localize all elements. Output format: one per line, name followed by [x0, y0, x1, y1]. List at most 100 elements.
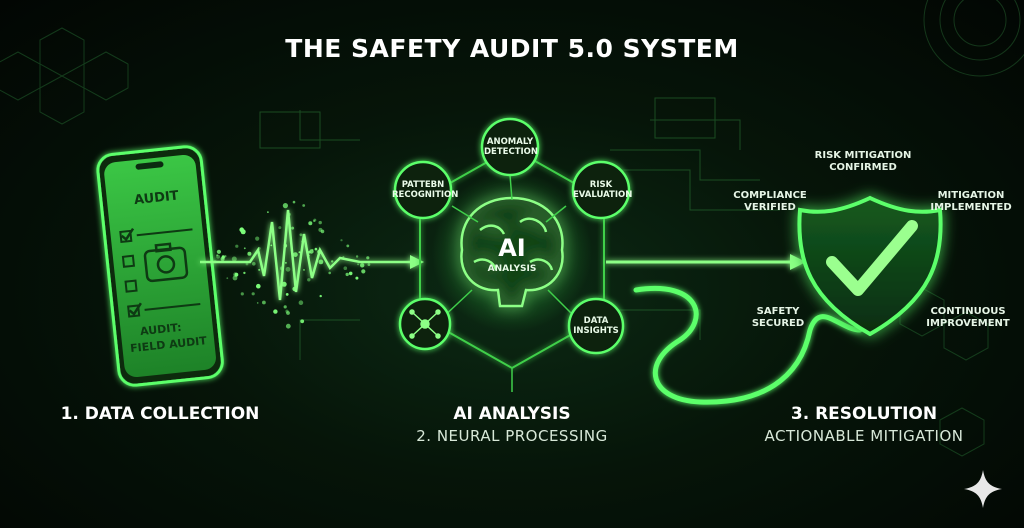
data-particle	[285, 262, 287, 264]
flow-arrow	[606, 254, 806, 270]
background-hexagons	[0, 27, 989, 457]
outcome-risk-confirmed: RISK MITIGATION CONFIRMED	[814, 150, 912, 173]
page-title: THE SAFETY AUDIT 5.0 SYSTEM	[285, 34, 739, 63]
data-particle	[298, 251, 301, 254]
data-particle	[302, 204, 306, 207]
data-particle	[231, 256, 237, 262]
data-particle	[221, 255, 225, 259]
waveform	[200, 209, 424, 301]
data-particle	[235, 244, 239, 248]
data-particle	[273, 309, 278, 314]
data-particle	[286, 311, 290, 315]
data-particle	[216, 249, 221, 254]
data-particle	[318, 220, 322, 225]
data-particle	[293, 252, 298, 257]
data-particle	[243, 271, 246, 275]
data-particle	[252, 262, 256, 266]
data-particle	[245, 262, 249, 266]
brain-subtitle: ANALYSIS	[487, 264, 537, 274]
data-particle	[318, 259, 324, 265]
data-particle	[319, 294, 322, 298]
data-particle	[292, 200, 296, 204]
data-particle	[303, 268, 305, 271]
stage2-label: AI ANALYSIS	[453, 404, 571, 424]
data-particle	[234, 272, 239, 277]
data-particle	[251, 292, 255, 296]
data-particle	[243, 247, 246, 250]
data-particle	[361, 269, 366, 274]
data-particle	[240, 292, 244, 296]
data-particle	[258, 268, 261, 271]
outcome-safety: SAFETY SECURED	[751, 306, 805, 329]
stage1-label: 1. DATA COLLECTION	[60, 404, 260, 424]
data-particle	[247, 251, 252, 256]
data-particle	[360, 263, 365, 268]
data-particle	[282, 203, 288, 209]
node-risk-evaluation: RISK EVALUATION	[573, 180, 633, 200]
stage3-label: 3. RESOLUTION	[790, 404, 938, 424]
data-particle	[285, 323, 291, 329]
data-particle	[314, 247, 318, 251]
data-particle	[239, 227, 244, 232]
data-particle	[307, 278, 311, 282]
phone-icon	[96, 145, 224, 387]
data-particle	[298, 300, 304, 306]
shield-check-icon	[797, 195, 943, 337]
data-particles	[213, 200, 371, 329]
data-particle	[232, 275, 238, 281]
node-data-insights: DATA INSIGHTS	[573, 316, 619, 336]
data-particle	[313, 220, 316, 222]
data-particle	[283, 305, 287, 309]
node-pattern-recognition: PATTEBN RECOGNITION	[392, 180, 459, 200]
camera-icon	[143, 242, 189, 283]
data-particle	[340, 239, 343, 242]
data-particle	[308, 221, 313, 226]
data-particle	[278, 226, 282, 230]
data-particle	[318, 227, 323, 232]
outcome-implemented: MITIGATION IMPLEMENTED	[930, 190, 1012, 213]
data-particle	[343, 266, 348, 271]
data-particle	[226, 277, 229, 280]
data-particle	[331, 260, 334, 263]
data-particle	[367, 263, 371, 266]
data-particle	[256, 302, 259, 304]
outcome-improvement: CONTINUOUS IMPROVEMENT	[926, 306, 1010, 329]
brain-icon	[460, 196, 564, 308]
sparkle-icon	[964, 470, 1002, 508]
data-particle	[357, 263, 360, 266]
stage3-sublabel: ACTIONABLE MITIGATION	[764, 427, 964, 445]
winding-path	[633, 286, 863, 405]
data-particle	[216, 254, 219, 257]
data-particle	[355, 255, 359, 258]
data-particle	[255, 236, 260, 241]
data-particle	[291, 226, 295, 230]
checkbox-icon	[120, 227, 142, 316]
data-particle	[267, 211, 269, 214]
data-particle	[255, 283, 261, 289]
network-node-icon	[409, 309, 441, 339]
data-particle	[285, 266, 291, 272]
data-particle	[355, 276, 359, 280]
outcome-compliance: COMPLIANCE VERIFIED	[733, 190, 807, 213]
data-particle	[285, 309, 289, 313]
data-particle	[345, 272, 349, 277]
data-particle	[311, 248, 314, 251]
data-particle	[348, 271, 353, 276]
brain-title: AI	[498, 234, 526, 262]
data-particle	[346, 244, 350, 248]
background-rings	[923, 0, 1024, 77]
data-particle	[299, 233, 303, 237]
data-particle	[328, 271, 332, 275]
data-particle	[309, 249, 314, 254]
data-particle	[285, 293, 289, 296]
data-particle	[300, 319, 305, 324]
data-particle	[262, 300, 266, 305]
data-particle	[281, 281, 287, 287]
node-anomaly-detection: ANOMALY DETECTION	[484, 137, 539, 157]
stage2-sublabel: 2. NEURAL PROCESSING	[416, 427, 608, 445]
analysis-nodes	[393, 117, 631, 355]
data-particle	[270, 244, 273, 247]
data-particle	[366, 256, 370, 260]
circuit-traces	[259, 97, 780, 360]
